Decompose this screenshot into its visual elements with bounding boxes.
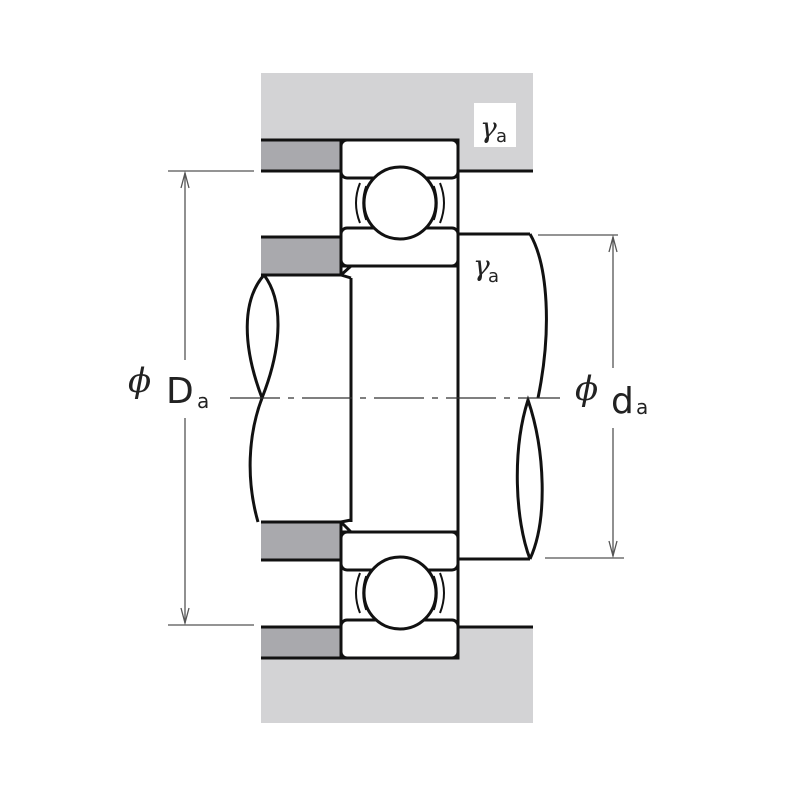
svg-text:a: a <box>488 266 499 287</box>
spacers <box>261 138 343 660</box>
dimension-Da <box>168 170 254 626</box>
svg-text:a: a <box>636 395 648 419</box>
svg-text:d: d <box>611 381 634 422</box>
label-housing-fillet-radius: γ a <box>480 111 507 147</box>
shaft <box>245 232 548 561</box>
phi-symbol: ϕ <box>128 361 151 401</box>
housing-bore-lines <box>458 169 533 629</box>
svg-text:a: a <box>197 389 209 413</box>
dimension-da <box>538 234 624 559</box>
svg-text:D: D <box>166 371 194 412</box>
housing-fillet-label-box <box>474 103 516 147</box>
label-shaft-fillet-radius: γ a <box>473 249 499 287</box>
label-da: ϕ d a <box>575 369 648 422</box>
phi-symbol: ϕ <box>575 369 598 409</box>
bearing-bottom <box>339 530 460 660</box>
svg-text:γ: γ <box>480 111 497 144</box>
bearing-top <box>339 138 460 268</box>
svg-text:γ: γ <box>473 249 490 282</box>
svg-text:a: a <box>496 126 507 147</box>
label-Da: ϕ D a <box>128 361 209 413</box>
